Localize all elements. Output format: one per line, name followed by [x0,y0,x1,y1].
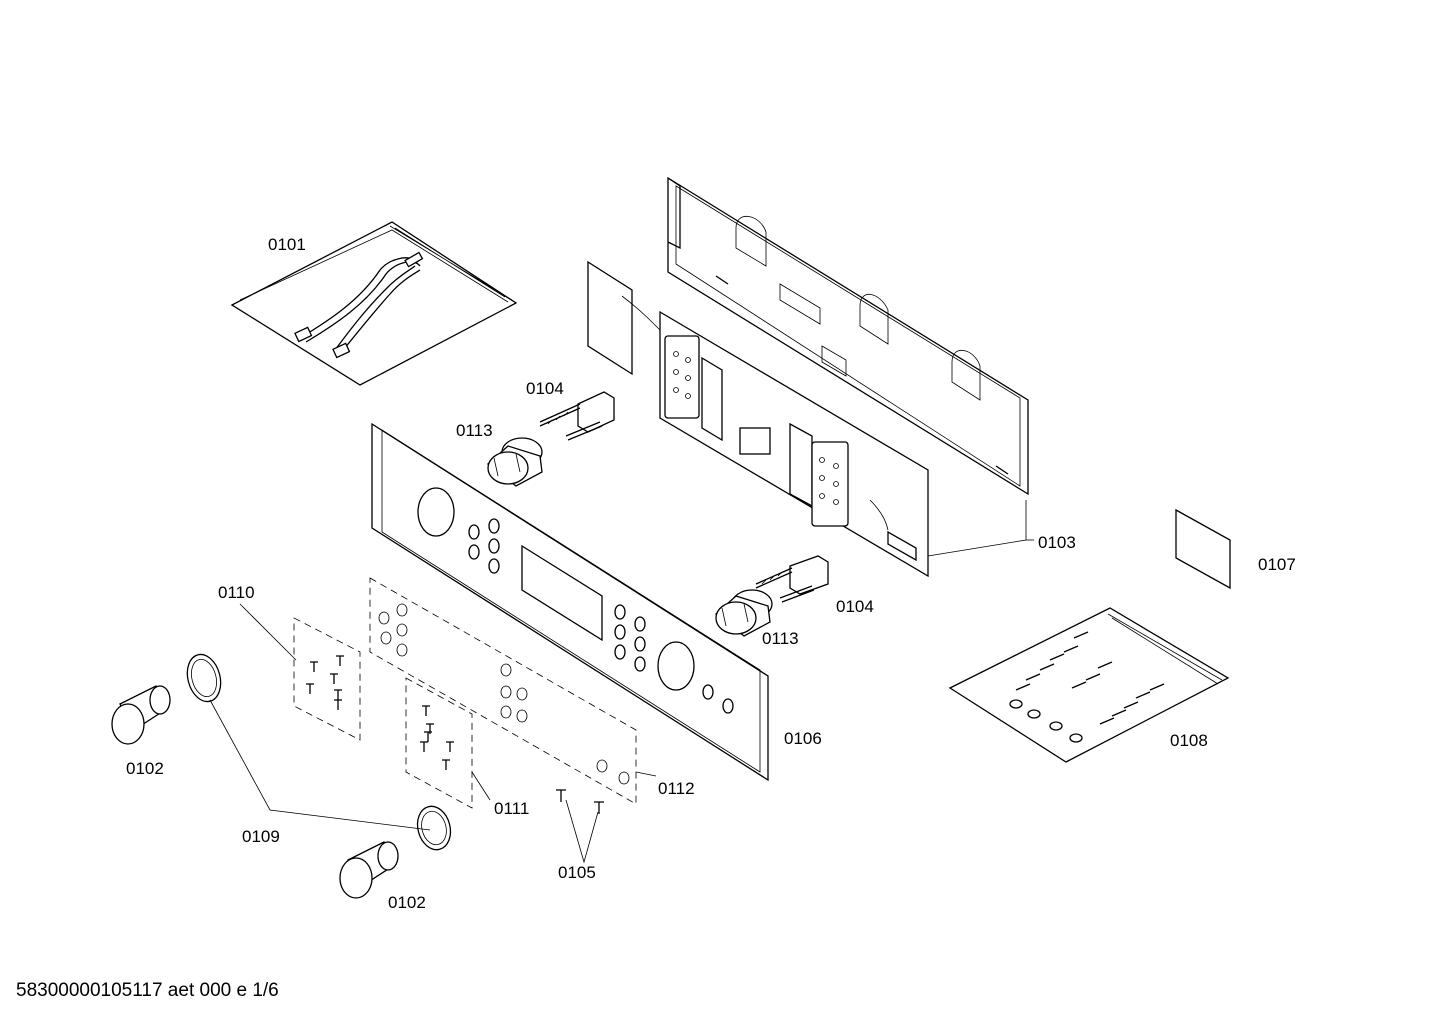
part-0109-ring-lower [416,805,452,851]
part-0113-holder-upper [486,437,543,487]
part-0104-switch-upper [539,391,615,441]
part-0111-button-set [405,677,473,809]
part-0101-cable-bag [230,221,518,386]
part-0112-foil [369,577,637,805]
label-0110: 0110 [218,583,255,602]
label-0102-upper: 0102 [126,759,164,778]
label-0101: 0101 [268,235,306,254]
part-0102-knob-lower [339,841,399,899]
label-0108: 0108 [1170,731,1208,750]
label-0107: 0107 [1258,555,1296,574]
part-0103-rear-housing [667,176,1029,496]
part-0107-label [1175,508,1231,590]
label-0113-upper: 0113 [456,421,493,440]
label-0102-lower: 0102 [388,893,426,912]
part-0103-control-board [587,260,929,578]
label-0106: 0106 [784,729,822,748]
part-0106-front-panel [371,422,769,782]
part-0109-ring-upper [186,653,222,703]
leader-lines [209,500,1034,864]
part-0113-holder-lower [714,589,773,637]
label-0109: 0109 [242,827,280,846]
label-0104-upper: 0104 [526,379,564,398]
drawing-number: 58300000105117 aet 000 e 1/6 [16,980,279,1001]
label-0105: 0105 [558,863,596,882]
label-0113-lower: 0113 [762,629,799,648]
part-0104-switch-lower [755,555,829,603]
label-0103: 0103 [1038,533,1076,552]
part-0108-screw-bag [948,607,1230,763]
part-0102-knob-upper [111,685,171,745]
label-0104-lower: 0104 [836,597,874,616]
part-0110-button-set [293,617,361,741]
label-0112: 0112 [658,779,695,798]
label-0111: 0111 [494,799,529,818]
part-0105-pins [556,789,604,814]
